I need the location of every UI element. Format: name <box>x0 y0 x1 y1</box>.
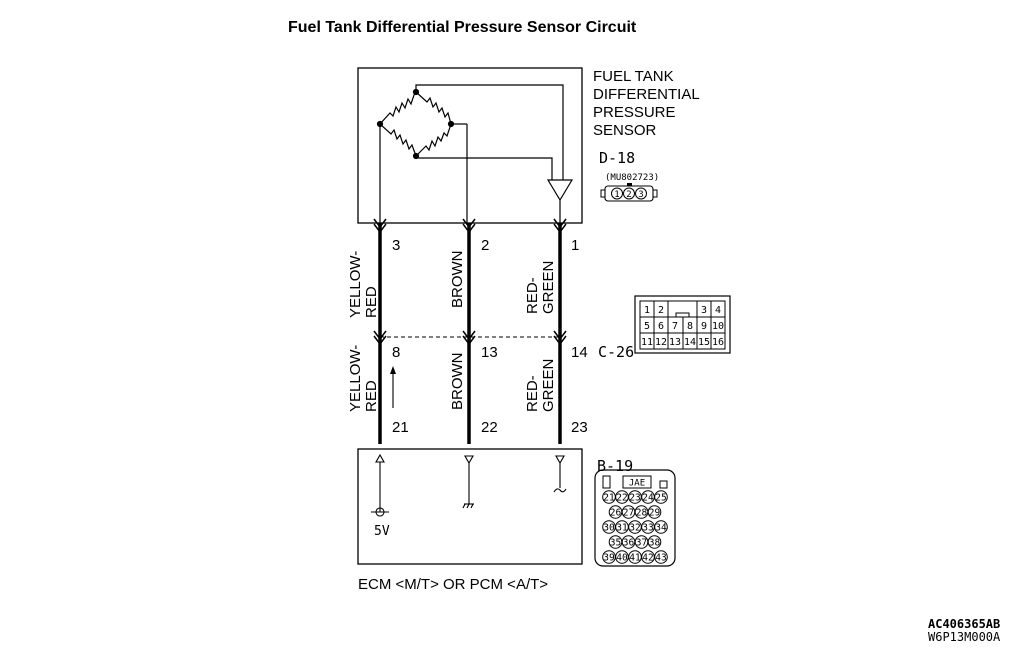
ecm-face-pin: 35 <box>610 538 621 549</box>
junction-pin-number: 14 <box>571 344 588 361</box>
ecm-box <box>357 448 583 565</box>
ecm-face-pin: 24 <box>642 493 654 504</box>
ecm-face-pin-circle <box>654 490 668 504</box>
sensor-face-pin: 1 <box>614 190 619 200</box>
sensor-connector-id: D-18 <box>599 149 635 167</box>
sensor-face-pin: 2 <box>626 190 631 200</box>
sensor-name: FUEL TANK DIFFERENTIAL PRESSURE SENSOR <box>593 68 703 139</box>
junction-connector-face: 1 2 3 4 5 6 7 8 9 10 11 12 13 14 15 16 <box>634 295 731 354</box>
ecm-face-pin-circle <box>654 520 668 534</box>
ecm-name: ECM <M/T> OR PCM <A/T> <box>358 576 548 593</box>
ecm-face-pin: 37 <box>636 538 647 549</box>
ecm-connector-id: B-19 <box>597 457 633 475</box>
figure-code: AC406365AB <box>928 617 1000 631</box>
ecm-face-pin: 23 <box>629 493 640 504</box>
wire-color-label: YELLOW-RED <box>347 251 380 318</box>
wire-color-label: BROWN <box>449 251 466 309</box>
ecm-face-pin: 32 <box>629 523 640 534</box>
ecm-pin-number: 23 <box>571 419 588 436</box>
ecm-face-pin: 39 <box>603 553 615 564</box>
junction-face-pin: 2 <box>658 305 664 316</box>
wire-color-label: RED-GREEN <box>524 359 557 412</box>
ecm-face-pin: 22 <box>616 493 627 504</box>
wire-pin-number: 3 <box>392 237 400 254</box>
ecm-face-pin: 34 <box>655 523 667 534</box>
ecm-face-pin-circle <box>647 535 662 549</box>
ecm-face-pin: 25 <box>655 493 666 504</box>
junction-face-pin: 8 <box>687 321 693 332</box>
junction-pin-number: 8 <box>392 344 400 361</box>
sensor-face-pin: 3 <box>638 190 643 200</box>
sensor-connector-face: 1 2 3 <box>600 183 658 202</box>
harness-wires <box>373 218 567 444</box>
ecm-face-pin: 36 <box>623 538 635 549</box>
ecm-face-pin: 28 <box>636 508 648 519</box>
junction-face-pin: 7 <box>672 321 678 332</box>
junction-face-pin: 16 <box>712 337 724 348</box>
junction-face-pin: 13 <box>669 337 681 348</box>
ecm-face-pin: 26 <box>610 508 622 519</box>
wire-color-label: BROWN <box>449 353 466 411</box>
ecm-face-pin: 42 <box>642 553 653 564</box>
junction-face-pin: 11 <box>641 337 653 348</box>
junction-connector-id: C-26 <box>598 343 634 361</box>
diagram-title: Fuel Tank Differential Pressure Sensor C… <box>288 19 637 36</box>
ecm-face-pin: 21 <box>603 493 615 504</box>
ecm-face-pin-circle <box>654 550 668 564</box>
junction-face-pin: 9 <box>701 321 707 332</box>
ecm-face-pin: 43 <box>655 553 666 564</box>
wire-color-label: RED-GREEN <box>524 261 557 314</box>
ecm-connector-maker: JAE <box>629 479 645 489</box>
junction-face-pin: 1 <box>644 305 650 316</box>
junction-face-pin: 10 <box>712 321 724 332</box>
ecm-face-pin: 29 <box>649 508 661 519</box>
ecm-pin-number: 21 <box>392 419 409 436</box>
junction-face-pin: 6 <box>658 321 664 332</box>
junction-face-pin: 3 <box>701 305 707 316</box>
sensor-box <box>357 67 583 224</box>
ecm-face-pin: 40 <box>616 553 628 564</box>
junction-face-pin: 12 <box>655 337 667 348</box>
sensor-bridge <box>376 84 574 223</box>
junction-face-pin: 5 <box>644 321 650 332</box>
junction-pin-number: 13 <box>481 344 498 361</box>
ecm-internal <box>371 453 567 517</box>
wire-pin-number: 2 <box>481 237 489 254</box>
wire-pin-number: 1 <box>571 237 579 254</box>
ecm-face-pin: 30 <box>603 523 615 534</box>
ecm-face-pin: 41 <box>629 553 641 564</box>
junction-face-pin: 15 <box>698 337 710 348</box>
ecm-face-pin-circle <box>647 505 662 519</box>
ecm-pin-number: 22 <box>481 419 498 436</box>
ecm-face-pin: 27 <box>623 508 634 519</box>
junction-face-pin: 4 <box>715 305 721 316</box>
sensor-connector-part: (MU802723) <box>605 173 659 183</box>
wire-color-label: YELLOW-RED <box>347 345 380 412</box>
figure-code: W6P13M000A <box>928 630 1001 644</box>
junction-face-pin: 14 <box>684 337 696 348</box>
ecm-face-pin: 38 <box>649 538 661 549</box>
ecm-voltage-label: 5V <box>374 524 390 539</box>
ecm-face-pin: 33 <box>642 523 653 534</box>
ecm-face-pin: 31 <box>616 523 628 534</box>
